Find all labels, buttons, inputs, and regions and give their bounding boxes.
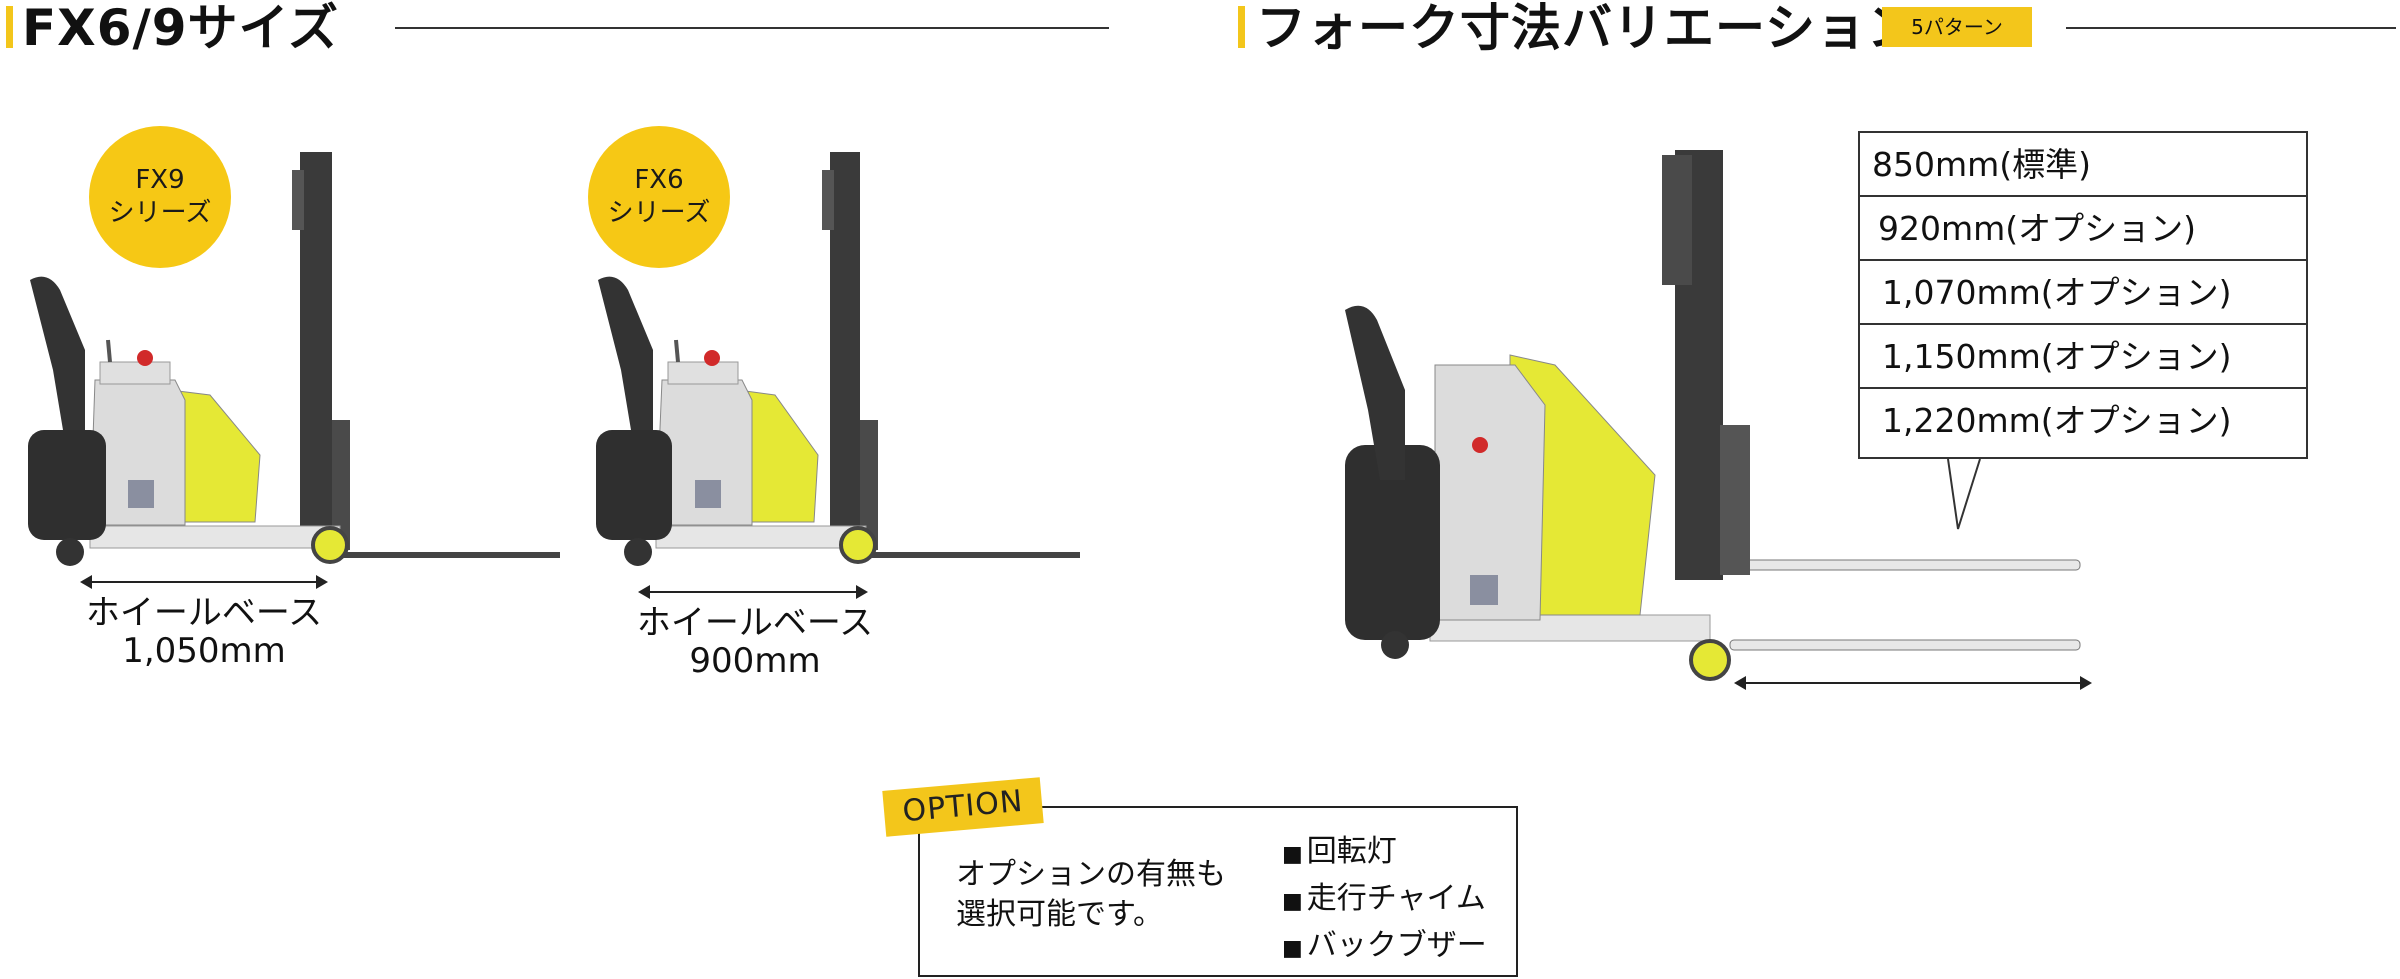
model-badge-series: シリーズ [607, 198, 711, 228]
option-description-line: 選択可能です。 [956, 897, 1163, 932]
wheelbase-caption: ホイールベース [85, 593, 323, 633]
fork-length-row: 920mm(オプション) [1860, 197, 2306, 261]
model-badge-name: FX9 [135, 165, 185, 195]
fork-length-row: 850mm(標準) [1860, 133, 2306, 197]
model-badge-name: FX6 [634, 165, 684, 195]
forklift-fork-variation-icon [1345, 150, 2081, 681]
wheelbase-dimension-arrow-fx9 [80, 575, 328, 589]
section-title-fork-variation: フォーク寸法バリエーション [1256, 0, 1918, 57]
option-item-rotating-light: 回転灯 [1282, 830, 1487, 877]
callout-pointer [1947, 458, 1981, 530]
wheelbase-caption: ホイールベース [636, 603, 874, 643]
fork-length-dimension-arrow [1734, 676, 2092, 690]
fork-length-row: 1,220mm(オプション) [1882, 401, 2232, 440]
section-accent-bar-right [1238, 6, 1245, 48]
option-description-line: オプションの有無も [956, 857, 1226, 892]
model-badge-fx9: FX9 シリーズ [89, 126, 231, 268]
fork-length-row: 1,070mm(オプション) [1860, 261, 2306, 325]
fork-length-table: 850mm(標準) 920mm(オプション) 1,070mm(オプション) 1,… [1858, 131, 2308, 459]
wheelbase-dimension-arrow-fx6 [638, 585, 868, 599]
wheelbase-label-fx6: ホイールベース 900mm [625, 604, 885, 680]
pattern-count-badge: 5パターン [1882, 7, 2032, 47]
section-title-size: FX6/9サイズ [22, 0, 340, 57]
option-list: 回転灯 走行チャイム バックブザー [1282, 830, 1487, 971]
wheelbase-label-fx9: ホイールベース 1,050mm [74, 594, 334, 670]
option-item-travel-chime: 走行チャイム [1282, 877, 1487, 924]
fork-length-row: 1,150mm(オプション) [1860, 325, 2306, 389]
section-rule-right [2066, 27, 2396, 29]
wheelbase-value: 900mm [689, 641, 821, 681]
model-badge-fx6: FX6 シリーズ [588, 126, 730, 268]
forklift-fx9-icon [28, 152, 560, 566]
option-item-back-buzzer: バックブザー [1282, 924, 1487, 971]
option-description: オプションの有無も 選択可能です。 [956, 855, 1256, 935]
model-badge-series: シリーズ [108, 198, 212, 228]
wheelbase-value: 1,050mm [122, 631, 286, 671]
section-accent-bar-left [6, 6, 13, 48]
section-rule-left [395, 27, 1109, 29]
forklift-fx6-icon [596, 152, 1080, 566]
